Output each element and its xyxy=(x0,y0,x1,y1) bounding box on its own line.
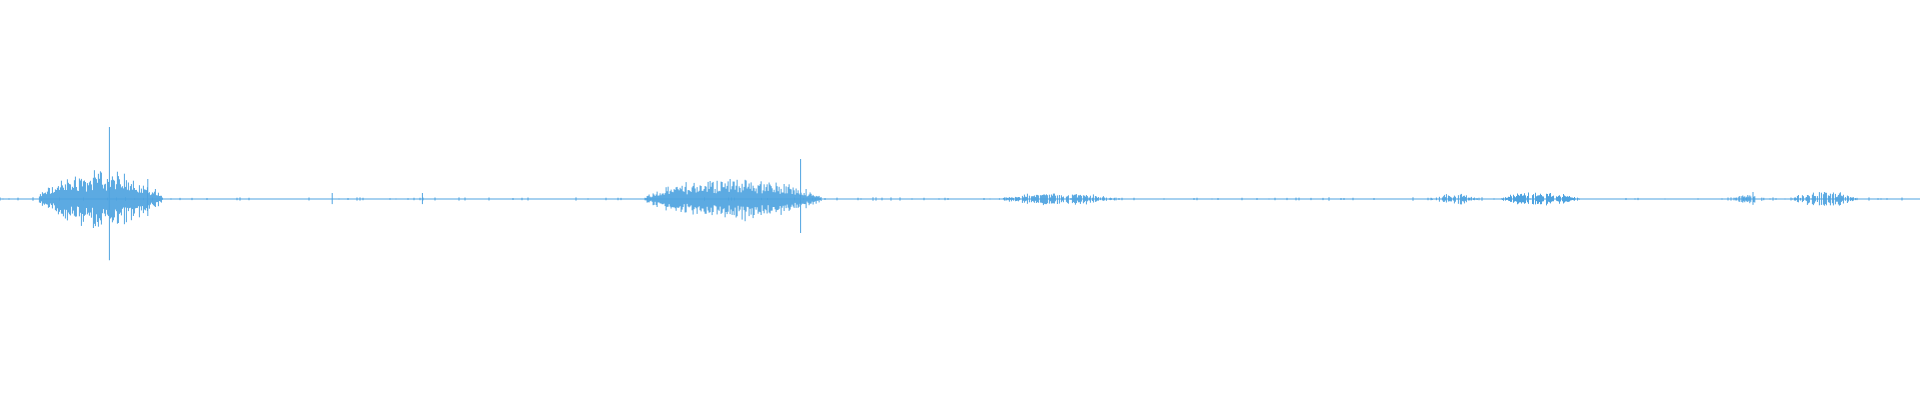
waveform-noise xyxy=(0,197,1903,201)
waveform-burst xyxy=(38,170,163,228)
waveform-spikes xyxy=(108,127,1754,261)
waveform-burst xyxy=(998,193,1118,206)
waveform-burst xyxy=(1734,195,1765,204)
waveform-burst xyxy=(1500,192,1580,206)
waveform-burst xyxy=(1791,192,1857,206)
